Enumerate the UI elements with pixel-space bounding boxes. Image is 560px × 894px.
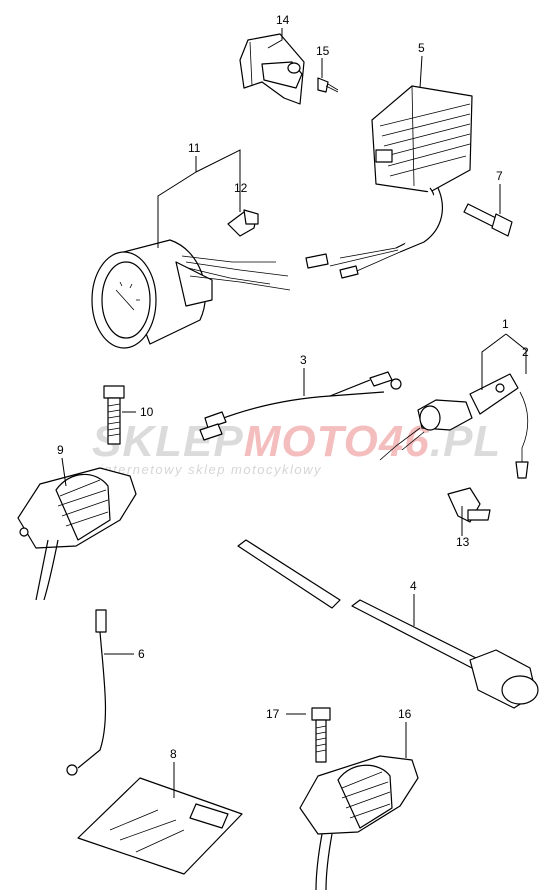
part-9-coil (17, 467, 137, 601)
callouts: 14 15 5 11 12 7 1 2 3 10 9 13 4 6 17 16 … (57, 13, 529, 761)
leader-lines (61, 28, 527, 798)
part-5-rectifier (305, 85, 473, 279)
part-6-ground-wire (66, 609, 107, 776)
part-10-bolt (103, 385, 125, 445)
part-17-bolt (311, 707, 331, 763)
part-15-screw (317, 77, 339, 93)
callout-5: 5 (418, 41, 425, 55)
callout-4: 4 (410, 579, 417, 593)
part-8-bag (77, 777, 243, 875)
callout-2: 2 (522, 345, 529, 359)
callout-13: 13 (456, 535, 470, 549)
part-4-cable (237, 539, 539, 709)
part-3-harness (199, 371, 402, 441)
part-16-coil (299, 755, 419, 891)
part-12-bulb (227, 209, 259, 237)
watermark-subtitle: internetowy sklep motocyklowy (100, 462, 322, 477)
watermark-text-b: MOTO (244, 417, 379, 466)
part-7-bolt (463, 203, 513, 237)
callout-3: 3 (300, 353, 307, 367)
callout-6: 6 (138, 647, 145, 661)
part-11-gauge (91, 239, 291, 349)
part-1-switch (379, 373, 529, 479)
callout-10: 10 (140, 405, 154, 419)
part-13-clip (447, 487, 491, 523)
callout-15: 15 (316, 44, 330, 58)
callout-1: 1 (502, 317, 509, 331)
callout-17: 17 (266, 707, 280, 721)
callout-12: 12 (234, 181, 248, 195)
callout-9: 9 (57, 443, 64, 457)
callout-7: 7 (496, 169, 503, 183)
callout-8: 8 (170, 747, 177, 761)
callout-14: 14 (276, 13, 290, 27)
watermark-text-c: 46 (378, 417, 430, 466)
callout-11: 11 (188, 141, 201, 155)
part-14-bracket (239, 33, 305, 105)
callout-16: 16 (398, 707, 412, 721)
